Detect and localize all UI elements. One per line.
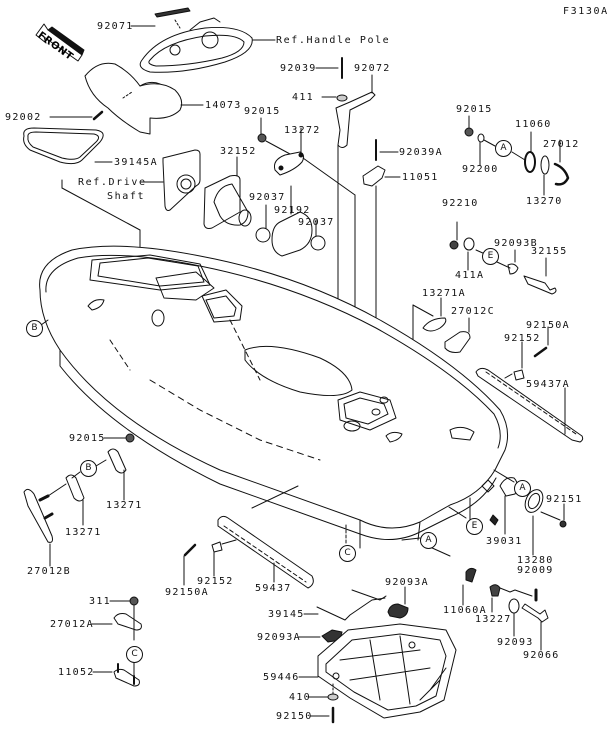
part-label-39145A[interactable]: 39145A (114, 157, 158, 168)
part-label-92009[interactable]: 92009 (517, 565, 554, 576)
part-92071-shape (154, 7, 191, 18)
part-label-410[interactable]: 410 (289, 692, 311, 703)
part-label-32155[interactable]: 32155 (531, 246, 568, 257)
part-label-92037-b[interactable]: 92037 (298, 217, 335, 228)
part-label-92037-a[interactable]: 92037 (249, 192, 286, 203)
hull-body (39, 245, 509, 549)
part-label-14073[interactable]: 14073 (205, 100, 242, 111)
part-label-92039A[interactable]: 92039A (399, 147, 443, 158)
part-label-92093A-right[interactable]: 92093A (385, 577, 429, 588)
part-label-92002[interactable]: 92002 (5, 112, 42, 123)
part-label-92192[interactable]: 92192 (274, 205, 311, 216)
part-label-39145[interactable]: 39145 (268, 609, 305, 620)
part-label-59446[interactable]: 59446 (263, 672, 300, 683)
part-label-92015-right[interactable]: 92015 (456, 104, 493, 115)
part-label-92150A-left[interactable]: 92150A (165, 587, 209, 598)
front-arrow-icon (35, 23, 85, 62)
callout-b-2: B (80, 460, 97, 477)
part-label-92150[interactable]: 92150 (276, 711, 313, 722)
part-label-13280[interactable]: 13280 (517, 555, 554, 566)
part-label-92039[interactable]: 92039 (280, 63, 317, 74)
part-label-59437A[interactable]: 59437A (526, 379, 570, 390)
part-label-92210[interactable]: 92210 (442, 198, 479, 209)
handle-pole-cover (139, 17, 253, 73)
part-label-13271-a[interactable]: 13271 (106, 500, 143, 511)
part-label-11051[interactable]: 11051 (402, 172, 439, 183)
part-92192-hose (271, 211, 313, 257)
ref-handle-pole: Ref.Handle Pole (276, 35, 391, 46)
part-label-13272[interactable]: 13272 (284, 125, 321, 136)
part-label-11052[interactable]: 11052 (58, 667, 95, 678)
part-59446-shape (317, 623, 457, 719)
callout-a: A (495, 140, 512, 157)
part-label-92093[interactable]: 92093 (497, 637, 534, 648)
part-label-59437[interactable]: 59437 (255, 583, 292, 594)
figure-code: F3130A (563, 6, 609, 17)
part-label-411[interactable]: 411 (292, 92, 314, 103)
part-label-39031[interactable]: 39031 (486, 536, 523, 547)
part-label-92093A-left[interactable]: 92093A (257, 632, 301, 643)
part-92037-clamp-b (310, 235, 326, 251)
part-label-13227[interactable]: 13227 (475, 614, 512, 625)
callout-c: C (339, 545, 356, 562)
part-92037-clamp-a (255, 227, 271, 243)
part-label-411A[interactable]: 411A (455, 270, 485, 281)
callout-c-2: C (126, 646, 143, 663)
part-label-311[interactable]: 311 (89, 596, 111, 607)
ref-drive-shaft-line2: Shaft (107, 191, 146, 202)
part-label-92150A-right[interactable]: 92150A (526, 320, 570, 331)
callout-e: E (482, 248, 499, 265)
callout-e-2: E (466, 518, 483, 535)
part-label-11060A[interactable]: 11060A (443, 605, 487, 616)
part-label-32152[interactable]: 32152 (220, 146, 257, 157)
callout-a-2: A (514, 480, 531, 497)
part-label-27012C[interactable]: 27012C (451, 306, 495, 317)
part-label-92093B[interactable]: 92093B (494, 238, 538, 249)
part-label-92152-right[interactable]: 92152 (504, 333, 541, 344)
callout-a-3: A (420, 532, 437, 549)
ref-drive-shaft-line1: Ref.Drive (78, 177, 147, 188)
part-label-92152-left[interactable]: 92152 (197, 576, 234, 587)
part-14073-shape (84, 62, 183, 135)
callout-b: B (26, 320, 43, 337)
part-label-92151[interactable]: 92151 (546, 494, 583, 505)
part-label-27012A[interactable]: 27012A (50, 619, 94, 630)
part-label-92066[interactable]: 92066 (523, 650, 560, 661)
part-label-27012[interactable]: 27012 (543, 139, 580, 150)
part-label-13271A[interactable]: 13271A (422, 288, 466, 299)
part-label-92015-top[interactable]: 92015 (244, 106, 281, 117)
part-label-13270[interactable]: 13270 (526, 196, 563, 207)
part-label-92015-left[interactable]: 92015 (69, 433, 106, 444)
part-label-92071[interactable]: 92071 (97, 21, 134, 32)
part-label-92072[interactable]: 92072 (354, 63, 391, 74)
part-32152-shape (203, 175, 252, 229)
part-label-11060[interactable]: 11060 (515, 119, 552, 130)
part-label-13271-b[interactable]: 13271 (65, 527, 102, 538)
part-label-92200[interactable]: 92200 (462, 164, 499, 175)
part-label-27012B[interactable]: 27012B (27, 566, 71, 577)
